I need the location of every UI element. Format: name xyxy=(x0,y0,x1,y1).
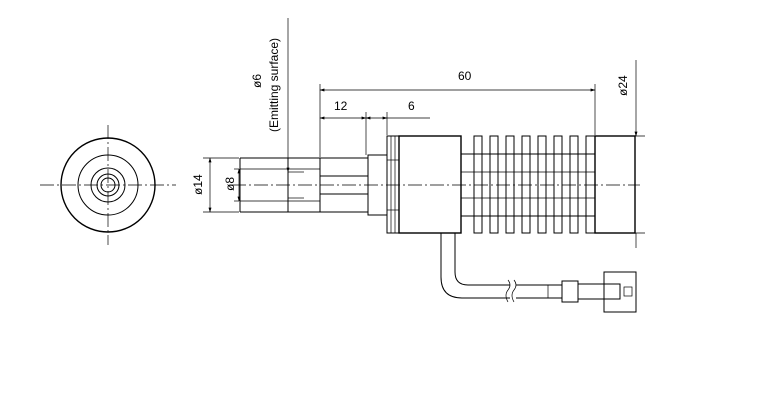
side-view-flange xyxy=(367,135,400,234)
dim-dia-emitter: ø6 xyxy=(250,74,264,88)
front-view-emitter-circle xyxy=(100,177,116,193)
side-view-fins xyxy=(461,135,596,234)
dim-dia-emitter-note: (Emitting surface) xyxy=(267,38,281,132)
dim-length-front: 12 xyxy=(334,99,348,113)
front-view-bore-circle xyxy=(96,173,120,197)
dim-length-step: 6 xyxy=(408,99,415,113)
dim-dia-body: ø24 xyxy=(616,75,630,96)
side-view-rear-cap xyxy=(594,135,636,234)
front-view-body-circle xyxy=(60,137,156,233)
connector xyxy=(561,271,637,313)
front-view-step-circle xyxy=(77,154,139,216)
dim-dia-tube-inner: ø8 xyxy=(223,177,237,191)
dim-dia-tube-outer: ø14 xyxy=(191,174,205,195)
front-view xyxy=(40,125,176,245)
front-view-tube-circle xyxy=(90,167,126,203)
dimensions xyxy=(203,18,645,248)
dim-length-overall: 60 xyxy=(458,69,472,83)
cable xyxy=(440,233,562,303)
side-view-body xyxy=(398,135,462,234)
